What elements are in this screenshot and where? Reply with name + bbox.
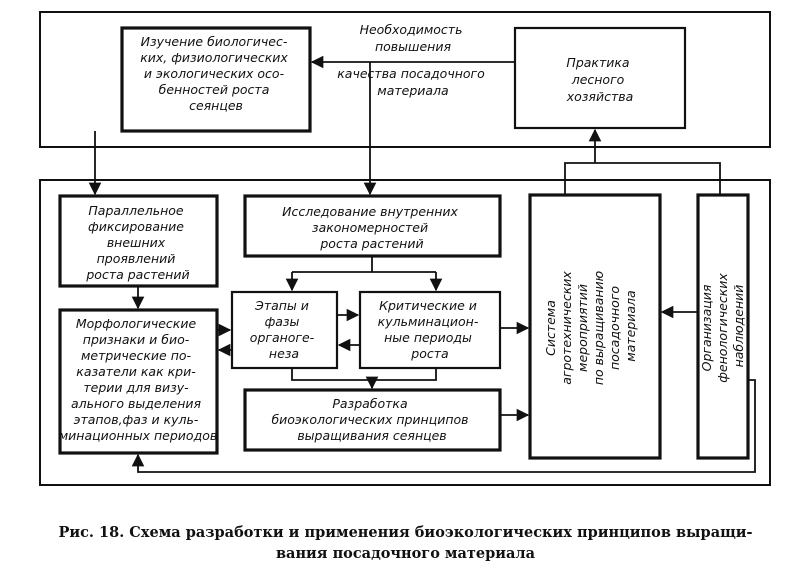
lower-frame — [39, 179, 771, 486]
organization-text: Организация фенологических наблюдений — [699, 269, 746, 383]
research-text: Исследование внутренних закономерностей … — [282, 204, 462, 251]
research-split-line — [292, 256, 436, 273]
morph-box — [58, 308, 219, 455]
study-box — [120, 26, 312, 133]
stages-box — [230, 290, 339, 370]
organization-box — [696, 193, 750, 460]
study-text: Изучение биологичес- ких, физиологически… — [140, 34, 292, 113]
system-box — [528, 193, 662, 460]
critical-box — [358, 290, 502, 370]
system-text: Система агротехнических мероприятий по в… — [543, 267, 638, 385]
merge-to-development-line — [291, 368, 437, 388]
parallel-box — [58, 194, 219, 288]
need-label-bottom: качества посадочного материала — [337, 66, 489, 98]
parallel-text: Параллельное фиксирование внешних проявл… — [85, 203, 189, 282]
caption-line-1: Рис. 18. Схема разработки и применения б… — [58, 524, 753, 541]
upper-frame — [39, 11, 771, 148]
need-label-top: Необходимость повышения — [360, 22, 467, 54]
morph-text: Морфологические признаки и био- метричес… — [59, 316, 217, 443]
development-text: Разработка биоэкологических принципов вы… — [271, 396, 472, 443]
development-box — [243, 388, 502, 452]
practice-box — [513, 26, 687, 130]
feedback-line — [131, 379, 756, 473]
research-box — [243, 194, 502, 258]
caption-line-2: вания посадочного материала — [275, 545, 536, 562]
stages-text: Этапы и фазы органоге- неза — [250, 298, 318, 361]
scheme-diagram: Практика лесного хозяйства Необходимость… — [39, 11, 771, 486]
system-to-practice-line — [564, 130, 721, 195]
critical-text: Критические и кульминацион- ные периоды … — [378, 298, 483, 361]
practice-text: Практика лесного хозяйства — [566, 55, 634, 104]
